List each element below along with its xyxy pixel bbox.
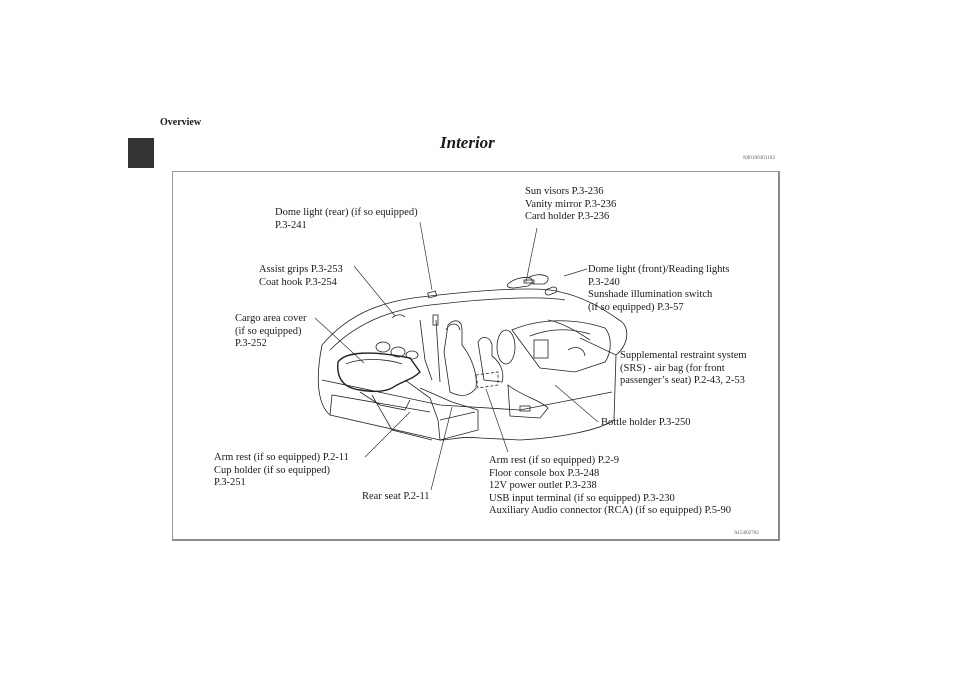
- callout-line: Card holder P.3-236: [525, 211, 610, 222]
- leader-rear-seat: [430, 406, 453, 491]
- callout-srs: Supplemental restraint system (SRS) - ai…: [620, 350, 747, 388]
- callout-assist-grips: Assist grips P.3-253 Coat hook P.3-254: [259, 264, 343, 289]
- callout-line: Bottle holder P.3-250: [601, 417, 691, 428]
- rear-view-mirror: [544, 286, 558, 296]
- car-body-outline: [317, 288, 628, 441]
- callout-console: Arm rest (if so equipped) P.2-9 Floor co…: [489, 455, 731, 518]
- callout-line: Auxiliary Audio connector (RCA) (if so e…: [489, 505, 732, 516]
- callout-line: Sun visors P.3-236: [525, 186, 604, 197]
- callout-rear-seat: Rear seat P.2-11: [362, 491, 430, 504]
- callout-line: Supplemental restraint system: [620, 350, 747, 361]
- leader-bottle-holder: [554, 384, 599, 423]
- callout-cargo-cover: Cargo area cover (if so equipped) P.3-25…: [235, 313, 307, 351]
- assist-grip: [391, 314, 406, 319]
- leader-console: [485, 388, 509, 453]
- callout-line: Cup holder (if so equipped): [214, 464, 331, 476]
- callout-line: Coat hook P.3-254: [259, 276, 337, 288]
- callout-line: (if so equipped) P.3-57: [588, 301, 684, 313]
- callout-line: 12V power outlet P.3-238: [489, 480, 597, 491]
- callout-line: Dome light (front)/Reading lights: [588, 264, 730, 275]
- callout-line: Dome light (rear) (if so equipped): [275, 207, 418, 218]
- dashboard: [511, 320, 611, 373]
- section-label: Overview: [160, 117, 202, 128]
- section-tab-marker: [128, 138, 154, 168]
- callout-line: P.3-251: [214, 477, 246, 488]
- leader-sun-visors: [525, 227, 538, 283]
- callout-line: P.3-240: [588, 276, 620, 288]
- callout-line: Cargo area cover: [235, 313, 307, 324]
- reference-code: N00100301102: [743, 156, 776, 161]
- callout-line: Floor console box P.3-248: [489, 467, 600, 479]
- sun-visor: [506, 277, 533, 289]
- leader-assist-grips: [353, 265, 396, 317]
- callout-line: P.3-241: [275, 219, 307, 231]
- callout-line: (SRS) - air bag (for front: [620, 362, 725, 374]
- leader-cargo-cover: [314, 317, 365, 364]
- steering-wheel: [496, 329, 516, 365]
- callout-line: USB input terminal (if so equipped) P.3-…: [489, 492, 675, 504]
- callout-line: Assist grips P.3-253: [259, 264, 343, 275]
- callout-line: passenger’s seat) P.2-43, 2-53: [620, 375, 745, 386]
- callout-rear-arm-rest: Arm rest (if so equipped) P.2-11 Cup hol…: [214, 452, 349, 490]
- leader-rear-arm-rest: [364, 411, 411, 458]
- figure-frame: [172, 171, 780, 541]
- dome-light-rear: [427, 290, 438, 299]
- figure-code: AG5002702: [734, 531, 759, 536]
- leader-dome-light-rear: [419, 221, 433, 291]
- callout-line: Sunshade illumination switch: [588, 289, 713, 300]
- callout-dome-light-rear: Dome light (rear) (if so equipped) P.3-2…: [275, 207, 418, 232]
- callout-line: P.3-252: [235, 338, 267, 349]
- callout-sun-visors: Sun visors P.3-236 Vanity mirror P.3-236…: [525, 186, 616, 224]
- callout-dome-light-front: Dome light (front)/Reading lights P.3-24…: [588, 264, 729, 314]
- callout-line: Vanity mirror P.3-236: [525, 198, 617, 210]
- callout-bottle-holder: Bottle holder P.3-250: [601, 417, 691, 430]
- callout-line: (if so equipped): [235, 325, 302, 337]
- front-seat: [443, 320, 477, 396]
- callout-line: Arm rest (if so equipped) P.2-11: [214, 452, 349, 463]
- page-title: Interior: [440, 133, 495, 152]
- callout-line: Rear seat P.2-11: [362, 491, 430, 502]
- rear-seat: [404, 379, 479, 441]
- callout-line: Arm rest (if so equipped) P.2-9: [489, 455, 620, 466]
- leader-dome-light-front: [563, 268, 588, 277]
- leader-srs: [579, 337, 617, 356]
- cargo-area-cover: [337, 352, 421, 393]
